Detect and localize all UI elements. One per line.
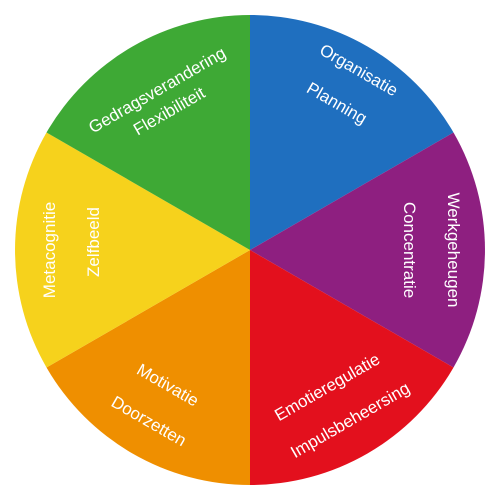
- segment-motivatie: Motivatie Doorzetten: [46, 250, 250, 485]
- segment-label-werkgeheugen: Werkgeheugen: [444, 193, 463, 308]
- segment-emotieregulatie-shape: [250, 250, 454, 485]
- segment-label-metacognitie: Metacognitie: [40, 202, 59, 298]
- segment-emotieregulatie: Emotieregulatie Impulsbeheersing: [250, 250, 454, 485]
- segment-label-concentratie: Concentratie: [400, 202, 419, 298]
- segment-motivatie-shape: [46, 250, 250, 485]
- segment-metacognitie: Metacognitie Zelfbeeld: [15, 132, 251, 368]
- segment-werkgeheugen: Werkgeheugen Concentratie: [250, 132, 485, 368]
- segment-metacognitie-shape: [15, 132, 251, 368]
- segment-organisatie: Organisatie Planning: [250, 15, 454, 250]
- segment-organisatie-shape: [250, 15, 454, 250]
- segment-werkgeheugen-shape: [250, 132, 485, 368]
- segment-gedragsverandering-shape: [46, 15, 250, 250]
- segment-label-zelfbeeld: Zelfbeeld: [84, 207, 103, 277]
